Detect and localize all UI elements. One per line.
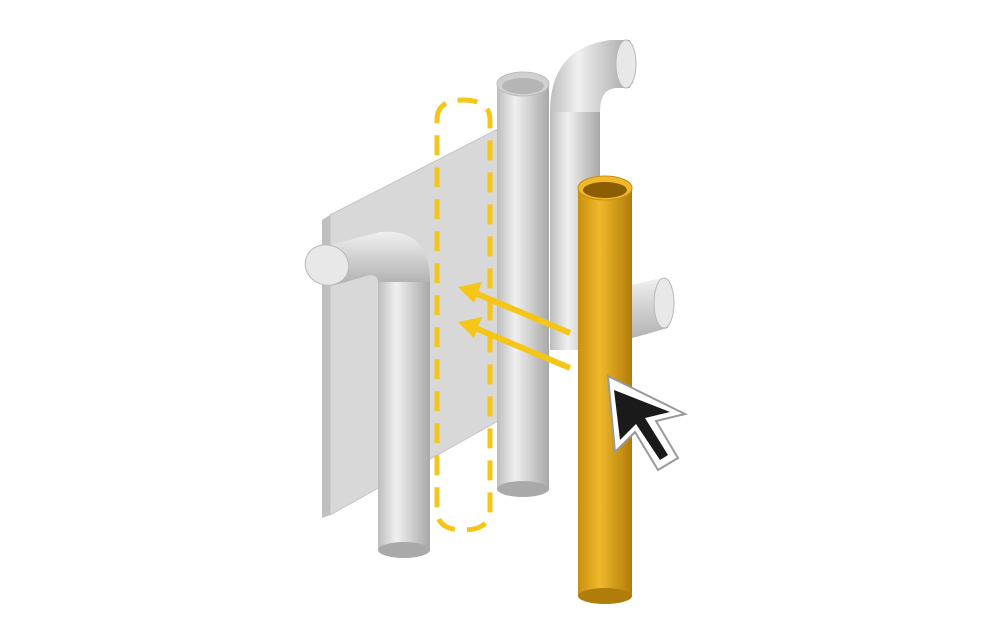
mounting-plate-edge — [322, 215, 330, 518]
cursor-pointer-icon — [606, 374, 688, 472]
elbow-pipe-left[interactable] — [299, 231, 430, 558]
elbow-pipe-right[interactable] — [550, 39, 637, 350]
vertical-pipe-middle[interactable] — [496, 71, 550, 497]
move-arrow-icon — [458, 282, 572, 371]
target-position-guide — [434, 97, 493, 533]
